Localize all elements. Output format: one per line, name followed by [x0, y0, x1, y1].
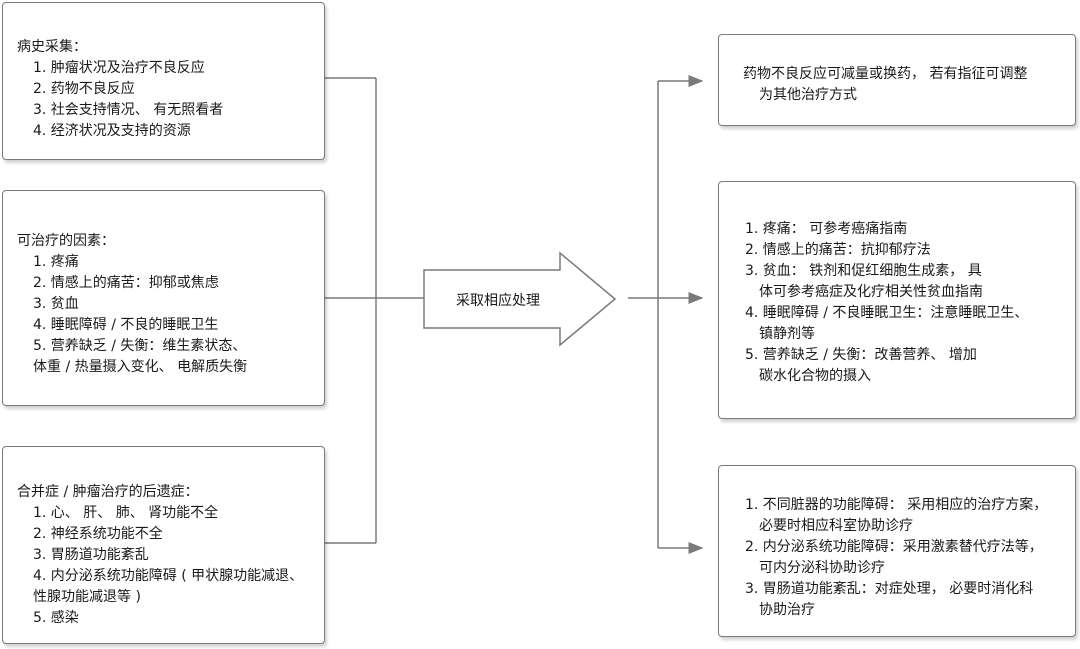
list-item: 5. 感染 — [33, 610, 79, 626]
list-item: 4. 内分泌系统功能障碍 ( 甲状腺功能减退、 — [33, 568, 304, 584]
list-item: 4. 经济状况及支持的资源 — [33, 123, 191, 139]
process-arrow-label: 采取相应处理 — [456, 293, 540, 309]
list-item: 3. 贫血： 铁剂和促红细胞生成素， 具 — [745, 263, 982, 279]
treatable-factors-box: 可治疗的因素： 1. 疼痛 2. 情感上的痛苦：抑郁或焦虑 3. 贫血 4. 睡… — [2, 190, 325, 406]
list-item: 2. 内分泌系统功能障碍：采用激素替代疗法等， — [745, 539, 1043, 555]
list-item: 3. 贫血 — [33, 296, 79, 312]
complications-box: 合并症 / 肿瘤治疗的后遗症： 1. 心、 肝、 肺、 肾功能不全 2. 神经系… — [2, 446, 325, 644]
list-item: 5. 营养缺乏 / 失衡：改善营养、 增加 — [745, 347, 977, 363]
treatable-factors-handling-box: 1. 疼痛： 可参考癌痛指南 2. 情感上的痛苦：抗抑郁疗法 3. 贫血： 铁剂… — [718, 181, 1076, 419]
list-item: 协助治疗 — [759, 602, 815, 618]
list-item: 可内分泌科协助诊疗 — [759, 560, 885, 576]
list-item: 碳水化合物的摄入 — [759, 368, 871, 384]
adverse-reaction-handling-box: 药物不良反应可减量或换药， 若有指征可调整 为其他治疗方式 — [718, 34, 1076, 126]
list-item: 2. 情感上的痛苦：抗抑郁疗法 — [745, 242, 931, 258]
complications-handling-box: 1. 不同脏器的功能障碍： 采用相应的治疗方案， 必要时相应科室协助诊疗 2. … — [718, 465, 1076, 637]
list-item: 2. 神经系统功能不全 — [33, 526, 163, 542]
list-item: 体重 / 热量摄入变化、 电解质失衡 — [33, 359, 248, 375]
complications-title: 合并症 / 肿瘤治疗的后遗症： — [17, 484, 199, 500]
list-item: 3. 胃肠道功能紊乱：对症处理， 必要时消化科 — [745, 581, 1034, 597]
list-item: 1. 心、 肝、 肺、 肾功能不全 — [33, 505, 219, 521]
history-collection-box: 病史采集： 1. 肿瘤状况及治疗不良反应 2. 药物不良反应 3. 社会支持情况… — [2, 2, 325, 160]
list-item: 性腺功能减退等 ) — [33, 589, 141, 605]
list-item: 1. 疼痛 — [33, 254, 79, 270]
list-item: 为其他治疗方式 — [759, 87, 857, 103]
list-item: 2. 情感上的痛苦：抑郁或焦虑 — [33, 275, 219, 291]
list-item: 4. 睡眠障碍 / 不良的睡眠卫生 — [33, 317, 219, 333]
list-item: 3. 社会支持情况、 有无照看者 — [33, 102, 224, 118]
process-block-arrow — [423, 251, 617, 347]
list-item: 5. 营养缺乏 / 失衡：维生素状态、 — [33, 338, 247, 354]
list-item: 1. 肿瘤状况及治疗不良反应 — [33, 60, 205, 76]
list-item: 必要时相应科室协助诊疗 — [759, 518, 913, 534]
list-item: 镇静剂等 — [759, 326, 815, 342]
list-item: 1. 疼痛： 可参考癌痛指南 — [745, 221, 908, 237]
history-collection-title: 病史采集： — [17, 39, 87, 55]
list-item: 2. 药物不良反应 — [33, 81, 135, 97]
list-item: 3. 胃肠道功能紊乱 — [33, 547, 149, 563]
list-item: 体可参考癌症及化疗相关性贫血指南 — [759, 284, 983, 300]
treatable-factors-title: 可治疗的因素： — [17, 233, 115, 249]
list-item: 4. 睡眠障碍 / 不良睡眠卫生：注意睡眠卫生、 — [745, 305, 1029, 321]
list-item: 药物不良反应可减量或换药， 若有指征可调整 — [743, 66, 1028, 82]
list-item: 1. 不同脏器的功能障碍： 采用相应的治疗方案， — [745, 497, 1048, 513]
